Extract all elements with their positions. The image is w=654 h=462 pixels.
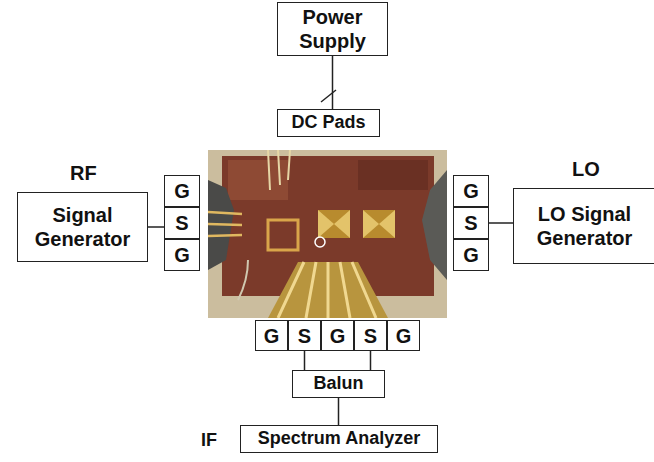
lo-generator-box: LOLO Signal Generator xyxy=(513,188,654,264)
connector-line xyxy=(304,351,306,370)
probe-pad: G xyxy=(387,320,420,351)
box-label: S xyxy=(175,211,188,235)
probe-pad: G xyxy=(164,175,200,207)
chip-photo xyxy=(208,150,447,318)
box-heading: IF xyxy=(201,430,217,451)
box-label: Signal Generator xyxy=(18,203,147,251)
connector-line xyxy=(338,398,340,425)
probe-pad: G xyxy=(453,239,489,271)
box-label: G xyxy=(396,324,412,348)
box-label: DC Pads xyxy=(291,112,365,134)
probe-pad: G xyxy=(164,239,200,271)
box-label: S xyxy=(464,211,477,235)
probe-pad: S xyxy=(354,320,387,351)
box-label: G xyxy=(463,179,479,203)
box-heading: RF xyxy=(70,162,97,185)
box-label: G xyxy=(463,243,479,267)
box-label: Power Supply xyxy=(278,5,387,53)
box-label: Spectrum Analyzer xyxy=(258,428,420,450)
probe-pad: S xyxy=(164,207,200,239)
power-supply-box: Power Supply xyxy=(277,2,388,56)
connector-line xyxy=(148,226,164,228)
dc-pads-box: DC Pads xyxy=(277,109,380,137)
box-heading: LO xyxy=(572,158,600,181)
box-label: LO Signal Generator xyxy=(514,202,654,250)
box-label: G xyxy=(174,179,190,203)
box-label: Balun xyxy=(313,373,363,395)
balun-box: Balun xyxy=(292,370,385,398)
bus-slash xyxy=(321,90,336,102)
connector-line xyxy=(332,56,334,109)
box-label: S xyxy=(298,324,311,348)
probe-pad: G xyxy=(255,320,288,351)
box-label: G xyxy=(174,243,190,267)
rf-generator-box: RFSignal Generator xyxy=(17,192,148,262)
connector-line xyxy=(370,351,372,370)
probe-pad: G xyxy=(453,175,489,207)
probe-pad: S xyxy=(288,320,321,351)
box-label: S xyxy=(364,324,377,348)
probe-pad: S xyxy=(453,207,489,239)
box-label: G xyxy=(330,324,346,348)
box-label: G xyxy=(264,324,280,348)
spectrum-analyzer-box: IFSpectrum Analyzer xyxy=(240,425,438,453)
probe-pad: G xyxy=(321,320,354,351)
connector-line xyxy=(489,222,513,224)
